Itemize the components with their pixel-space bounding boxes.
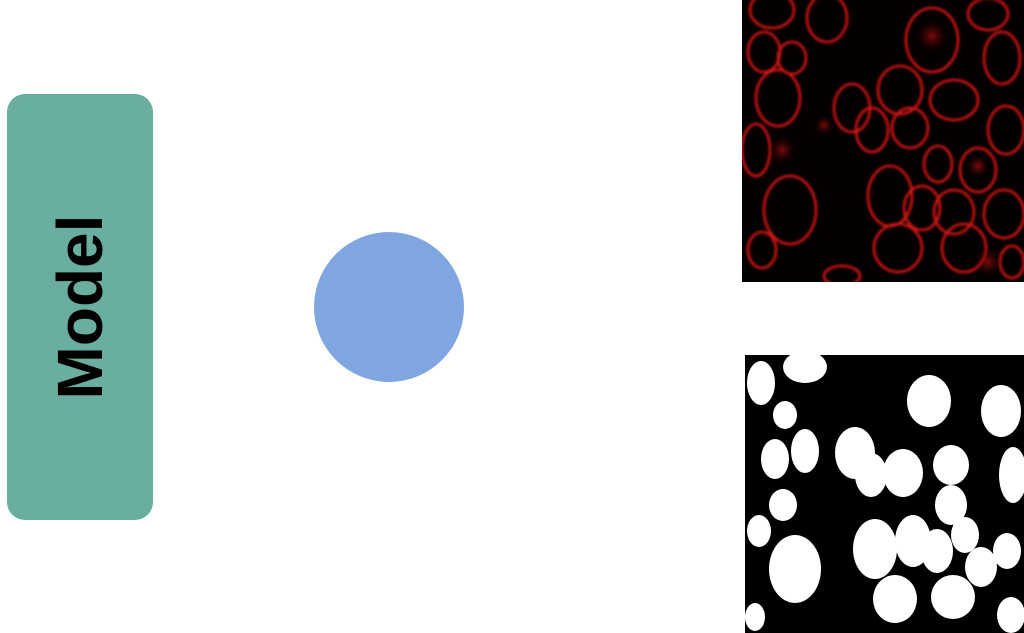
output-segmentation-mask bbox=[745, 355, 1024, 633]
model-block: Model bbox=[7, 94, 153, 520]
fluorescent-nuclei-icon bbox=[742, 0, 1024, 282]
segmentation-mask-icon bbox=[745, 355, 1024, 633]
model-label: Model bbox=[44, 214, 116, 400]
center-node-circle bbox=[314, 232, 464, 382]
input-microscopy-image bbox=[742, 0, 1024, 282]
